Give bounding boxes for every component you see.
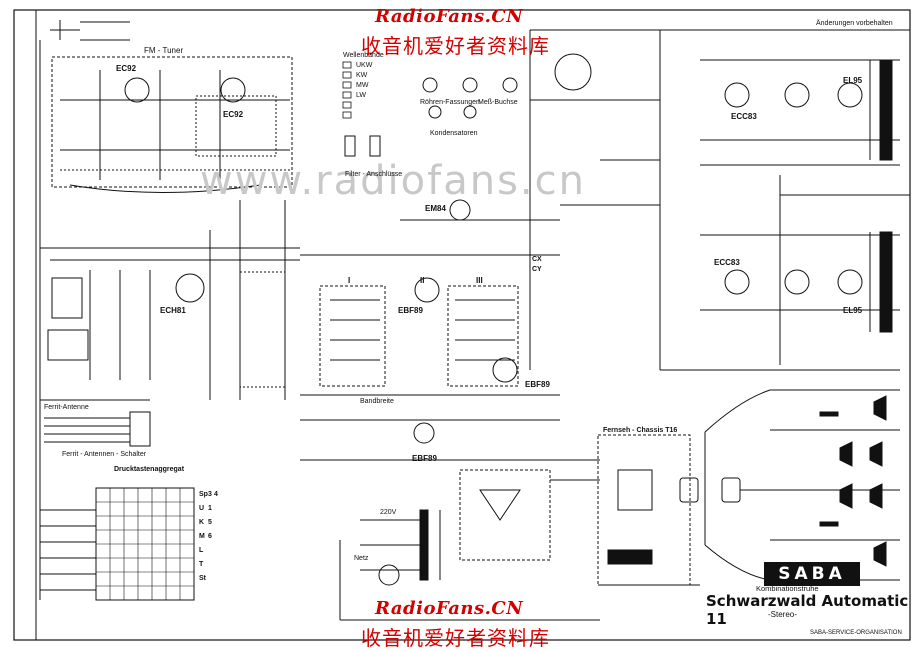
cy-label: CY [532, 266, 542, 273]
watermark-center: www.radiofans.cn [200, 158, 586, 204]
filter-label-2: II [420, 276, 425, 285]
watermark-top-cn: 收音机爱好者资料库 [361, 34, 550, 58]
aenderungen-label: Änderungen vorbehalten [816, 20, 893, 27]
pushbutton-col-4: 4 [214, 491, 218, 498]
band-label-kw: KW [356, 72, 368, 79]
kondensatoren-label: Kondensatoren [430, 130, 478, 137]
roehren-fassungen-label: Röhren-Fassungen [420, 99, 480, 106]
band-label-ukw: UKW [356, 62, 373, 69]
filter-label-1: I [348, 276, 351, 285]
pushbutton-row-sp: Sp [199, 491, 208, 498]
watermark-bottom-cn: 收音机爱好者资料库 [361, 626, 550, 650]
wellenbaende-label: Wellenbände [343, 52, 384, 59]
tube-ec92-a: EC92 [116, 64, 137, 73]
pushbutton-row-k: K [199, 519, 205, 526]
title-model: Schwarzwald Automatic 11 [706, 592, 909, 628]
pushbutton-row-t: T [199, 561, 204, 568]
title-variant: -Stereo- [768, 610, 797, 619]
tube-ecc83-a: ECC83 [731, 112, 757, 121]
volt-220-label: 220V [380, 509, 397, 516]
tube-em84: EM84 [425, 204, 446, 213]
band-label-mw: MW [356, 82, 369, 89]
tube-el95-a: EL95 [843, 76, 863, 85]
messbuchse-label: Meß-Buchse [478, 99, 518, 106]
tube-ebf89-a: EBF89 [398, 306, 423, 315]
pushbutton-row-l: L [199, 547, 204, 554]
ferrit-antenne-label: Ferrit-Antenne [44, 404, 89, 411]
pushbutton-col-1: 1 [208, 505, 212, 512]
service-organisation: SABA-SERVICE-ORGANISATION [810, 630, 902, 636]
tube-ech81: ECH81 [160, 306, 186, 315]
tube-el95-b: EL95 [843, 306, 863, 315]
pushbutton-row-st: St [199, 575, 206, 582]
tube-ec92-b: EC92 [223, 110, 244, 119]
netz-label: Netz [354, 555, 369, 562]
pushbutton-col-3: 3 [208, 491, 212, 498]
filter-anschluesse-label: Filter - Anschlüsse [345, 171, 403, 178]
watermark-bottom-en: RadioFans.CN [375, 598, 524, 619]
bandbreite-label: Bandbreite [360, 398, 394, 405]
filter-label-3: III [476, 276, 483, 285]
watermark-top-en: RadioFans.CN [375, 6, 524, 27]
fm-tuner-label: FM - Tuner [144, 46, 184, 55]
cx-label: CX [532, 256, 542, 263]
ferrit-schalter-label: Ferrit - Antennen - Schalter [62, 451, 147, 458]
tube-ebf89-b: EBF89 [525, 380, 550, 389]
tube-ebf89-c: EBF89 [412, 454, 437, 463]
band-label-lw: LW [356, 92, 366, 99]
pushbutton-row-u: U [199, 505, 205, 512]
drucktasten-label: Drucktastenaggregat [114, 466, 185, 473]
pushbutton-col-6: 6 [208, 533, 212, 540]
saba-logo: SABA [764, 562, 860, 586]
fernseh-chassis-label: Fernseh - Chassis T16 [603, 427, 678, 434]
pushbutton-row-m: M [199, 533, 205, 540]
pushbutton-col-5: 5 [208, 519, 212, 526]
tube-ecc83-b: ECC83 [714, 258, 740, 267]
title-subtitle: Kombinationstruhe [756, 584, 819, 593]
